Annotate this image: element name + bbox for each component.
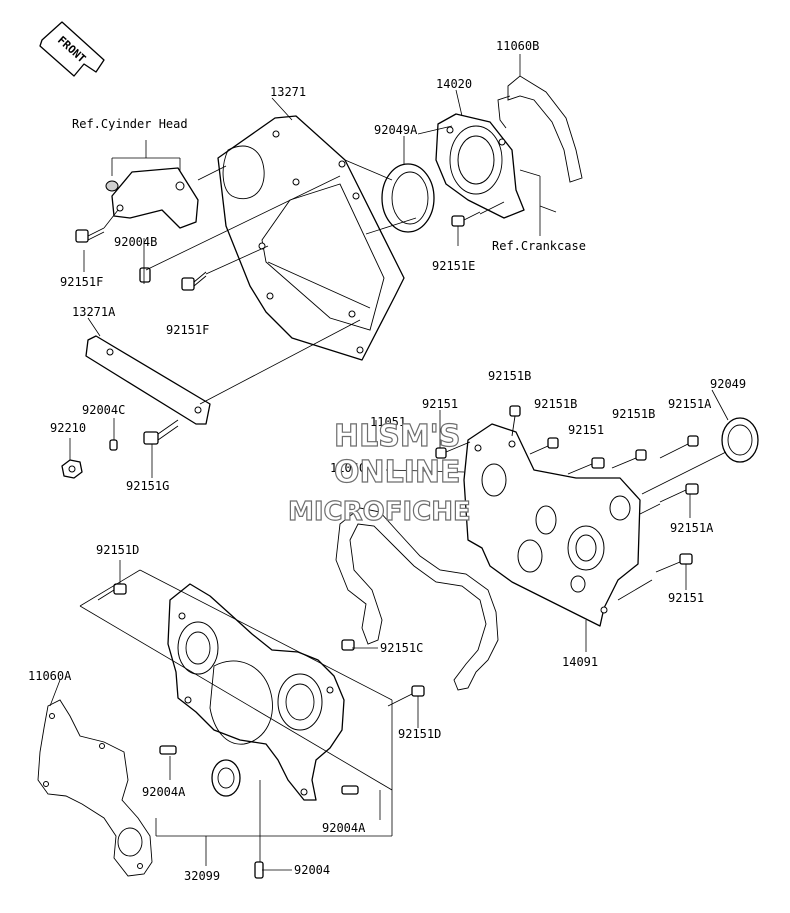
label-92151D-a: 92151D [96, 543, 139, 557]
label-92151A-a: 92151A [668, 397, 712, 411]
bar-13271A [85, 335, 211, 425]
label-32099: 32099 [184, 869, 220, 883]
bolt-92151A-b [659, 483, 699, 503]
cylinder-head-bracket [105, 167, 199, 229]
label-92004A-a: 92004A [142, 785, 186, 799]
label-11060B: 11060B [496, 39, 539, 53]
watermark-line-3: MICROFICHE [288, 497, 471, 527]
label-ref-cylinder-head: Ref.Cyinder Head [72, 117, 188, 131]
watermark: HLSM'S ONLINE MICROFICHE [287, 418, 471, 527]
label-92151G: 92151G [126, 479, 169, 493]
bolt-92151-a [435, 441, 471, 459]
label-11060: 11060 [330, 461, 366, 475]
stud-92004B [139, 267, 151, 283]
label-11060A: 11060A [28, 669, 72, 683]
label-92151B-a: 92151B [488, 369, 531, 383]
bolt-92151E [451, 211, 481, 227]
stud-92004A-b [341, 785, 359, 795]
label-92210: 92210 [50, 421, 86, 435]
bolt-92151C [341, 639, 355, 651]
bolt-92151-b [567, 457, 605, 475]
watermark-line-1: HLSM'S [334, 419, 460, 454]
bolt-92151G [143, 419, 179, 445]
label-92004B: 92004B [114, 235, 157, 249]
label-14020: 14020 [436, 77, 472, 91]
label-92151-c: 92151 [668, 591, 704, 605]
label-92049A: 92049A [374, 123, 418, 137]
gasket-11060 [335, 507, 499, 691]
label-13271: 13271 [270, 85, 306, 99]
bolt-92151A-a [659, 435, 699, 459]
bolt-92151B-c [611, 449, 647, 469]
gear-hub [211, 759, 241, 797]
label-92151E: 92151E [432, 259, 475, 273]
label-92151-a: 92151 [422, 397, 458, 411]
gasket-11060B [497, 75, 583, 183]
front-cover-32099 [167, 583, 345, 801]
pin-92004 [254, 861, 264, 879]
label-92151D-b: 92151D [398, 727, 441, 741]
cover-14091 [463, 423, 641, 627]
label-92004C: 92004C [82, 403, 125, 417]
gasket-11060A [37, 699, 153, 877]
label-92151B-c: 92151B [612, 407, 655, 421]
bolt-92151B-b [529, 437, 559, 455]
label-92049: 92049 [710, 377, 746, 391]
label-92151F-b: 92151F [166, 323, 209, 337]
seal-92049A [381, 163, 435, 233]
bolt-92151-c [655, 553, 693, 573]
label-92151-b: 92151 [568, 423, 604, 437]
label-92151B-b: 92151B [534, 397, 577, 411]
label-92151F-a: 92151F [60, 275, 103, 289]
label-92151C: 92151C [380, 641, 423, 655]
stud-92004A-a [159, 745, 177, 755]
plate-13271 [217, 115, 405, 361]
front-arrow: FRONT [39, 21, 105, 77]
seal-92049 [721, 417, 759, 463]
label-ref-crankcase: Ref.Crankcase [492, 239, 586, 253]
label-92151A-b: 92151A [670, 521, 714, 535]
bolt-92151F-b [181, 271, 207, 291]
label-11051: 11051 [370, 415, 406, 429]
bolt-92151F-a [75, 227, 105, 243]
bolt-92151D-b [387, 685, 425, 707]
bolt-92151B-a [509, 405, 521, 437]
housing-14020 [435, 113, 525, 219]
stud-92004C [109, 439, 118, 451]
label-92004: 92004 [294, 863, 330, 877]
nut-92210 [61, 459, 83, 479]
watermark-line-2: ONLINE [334, 455, 461, 490]
label-13271A: 13271A [72, 305, 116, 319]
label-14091: 14091 [562, 655, 598, 669]
label-92004A-b: 92004A [322, 821, 366, 835]
